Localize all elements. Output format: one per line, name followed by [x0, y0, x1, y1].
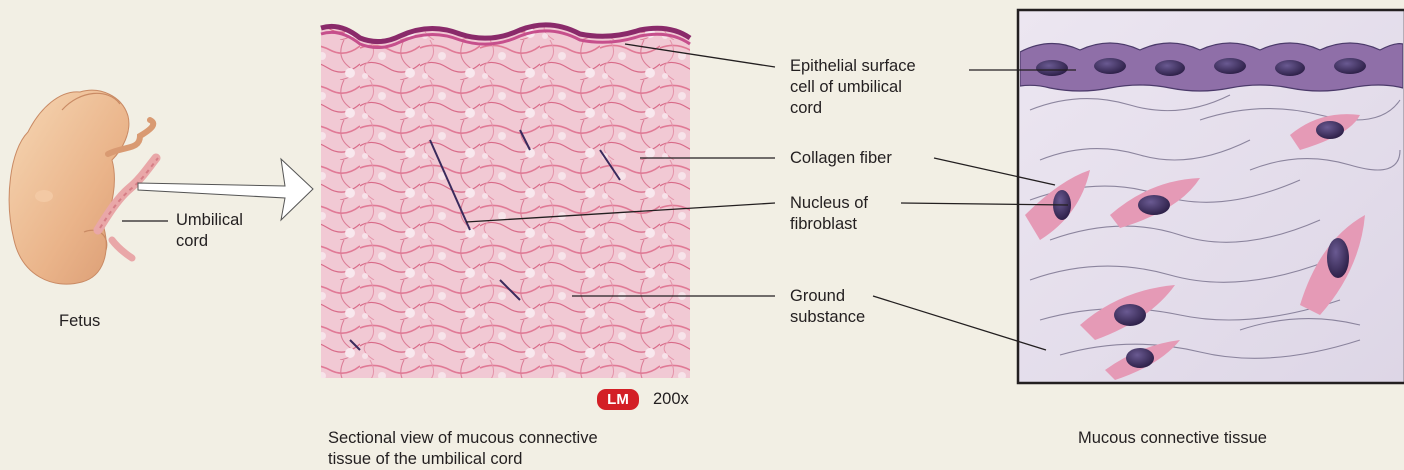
micrograph-caption: Sectional view of mucous connective tiss…: [328, 428, 598, 470]
collagen-label: Collagen fiber: [790, 148, 892, 169]
illustration-caption: Mucous connective tissue: [1078, 428, 1267, 449]
lm-badge: LM: [597, 389, 639, 410]
epithelial-label: Epithelial surface cell of umbilical cor…: [790, 56, 916, 119]
fetus-caption: Fetus: [59, 311, 100, 332]
epithelial-layer: [1020, 43, 1403, 91]
micrograph-image: [321, 12, 690, 378]
umbilical-cord-label: Umbilical cord: [176, 210, 243, 252]
magnification-label: 200x: [653, 389, 689, 410]
ground-substance-label: Ground substance: [790, 286, 865, 328]
tissue-illustration: [1018, 10, 1404, 383]
nucleus-label: Nucleus of fibroblast: [790, 193, 868, 235]
fetus-illustration: [9, 90, 158, 284]
